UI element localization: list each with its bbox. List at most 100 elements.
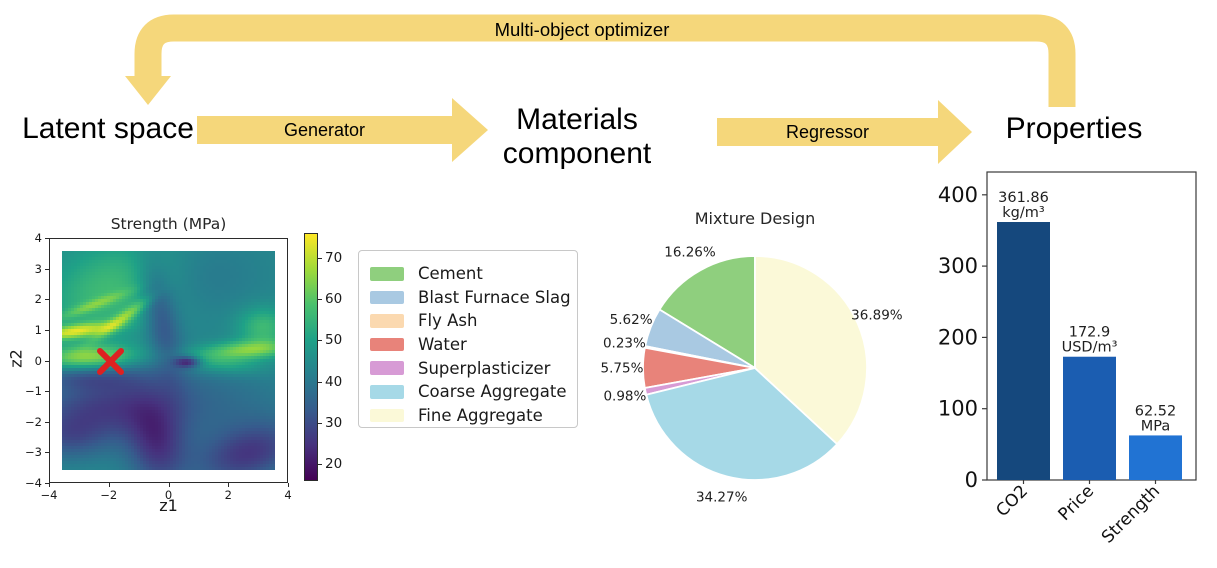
selected-point-x-marker	[97, 348, 124, 375]
pie-percent-label: 36.89%	[851, 307, 903, 323]
bar-y-tick-label: 0	[965, 468, 978, 492]
x-tick-mark	[168, 483, 170, 487]
node-materials-line2: component	[502, 137, 652, 170]
colorbar-tick-label: 40	[325, 373, 343, 390]
heatmap-title: Strength (MPa)	[110, 215, 227, 233]
x-tick-mark	[49, 483, 50, 487]
node-materials-line1: Materials	[516, 103, 638, 136]
legend-label: Superplasticizer	[418, 358, 551, 378]
bar-y-tick-label: 400	[938, 183, 978, 207]
heatmap-image	[62, 251, 275, 470]
y-tick-mark	[45, 268, 49, 270]
colorbar-tick-mark	[318, 340, 322, 342]
legend-swatch	[370, 408, 404, 423]
legend-item: Coarse Aggregate	[370, 380, 577, 404]
y-tick-mark	[45, 391, 49, 393]
regressor-arrow-icon	[717, 100, 972, 164]
legend-label: Fly Ash	[418, 311, 478, 331]
x-tick-label: 2	[224, 488, 232, 502]
legend-label: Coarse Aggregate	[418, 382, 567, 402]
bar-y-tick-label: 100	[938, 397, 978, 421]
pie-percent-label: 5.62%	[610, 312, 653, 328]
y-tick-mark	[45, 299, 49, 301]
x-tick-label: 4	[284, 488, 292, 502]
bar-value-unit-label: MPa	[1141, 418, 1171, 434]
y-tick-mark	[45, 483, 49, 484]
x-tick-label: 0	[164, 488, 173, 502]
y-tick-label: 1	[34, 322, 42, 337]
y-tick-mark	[45, 452, 49, 454]
x-tick-mark	[288, 483, 289, 487]
legend-item: Water	[370, 333, 577, 357]
colorbar-tick-label: 30	[325, 415, 343, 432]
y-tick-label: 2	[34, 292, 42, 307]
pie-title: Mixture Design	[694, 209, 816, 228]
legend-item: Fine Aggregate	[370, 404, 577, 428]
colorbar-tick-mark	[318, 381, 322, 383]
bar	[997, 222, 1050, 481]
legend-item: Superplasticizer	[370, 356, 577, 380]
legend-item: Blast Furnace Slag	[370, 286, 577, 310]
legend-swatch	[370, 385, 404, 399]
bar-value-label: 172.9	[1069, 325, 1111, 341]
x-tick-label: −4	[40, 488, 58, 502]
bar-category-label: Price	[1055, 481, 1098, 524]
y-tick-label: −4	[25, 476, 42, 490]
regressor-arrow-label: Regressor	[785, 122, 870, 142]
bar-y-tick-label: 200	[938, 325, 978, 349]
bar-value-label: 361.86	[998, 190, 1049, 206]
node-latent-space: Latent space	[22, 112, 194, 145]
heatmap-axes-box	[49, 238, 288, 483]
y-tick-mark	[45, 329, 49, 331]
pie-percent-label: 0.23%	[603, 336, 646, 352]
pie-percent-label: 34.27%	[696, 489, 748, 505]
pie-percent-label: 5.75%	[601, 360, 644, 376]
generator-arrow-icon	[197, 98, 488, 162]
y-tick-label: −3	[25, 445, 42, 460]
node-materials-component: Materials component	[477, 103, 677, 171]
y-tick-mark	[45, 421, 49, 423]
bar-category-label: Strength	[1098, 481, 1164, 547]
colorbar	[304, 233, 318, 481]
pie-chart: 16.26%5.62%0.23%5.75%0.98%34.27%36.89%	[601, 245, 903, 506]
colorbar-tick-label: 20	[325, 456, 343, 473]
colorbar-tick-label: 70	[325, 249, 343, 266]
feedback-arrowhead-icon	[125, 76, 171, 105]
pie-slice	[645, 367, 839, 481]
colorbar-tick-mark	[318, 299, 322, 301]
colorbar-tick-mark	[318, 423, 322, 425]
y-tick-label: 4	[34, 231, 42, 245]
pie-percent-label: 0.98%	[603, 388, 646, 404]
bar-value-unit-label: kg/m³	[1002, 205, 1045, 221]
legend-swatch	[370, 361, 404, 375]
y-tick-label: −1	[25, 384, 42, 399]
legend-swatch	[370, 290, 404, 305]
bar-y-tick-label: 300	[938, 254, 978, 278]
pie-slice	[754, 255, 868, 445]
colorbar-tick-mark	[318, 464, 322, 466]
legend-item: Cement	[370, 262, 577, 286]
x-tick-mark	[228, 483, 230, 487]
y-tick-mark	[45, 360, 49, 362]
bar	[1063, 356, 1116, 480]
x-tick-mark	[108, 483, 110, 487]
bar	[1129, 435, 1182, 480]
feedback-arrow-shaft	[134, 14, 1076, 107]
node-properties: Properties	[1005, 112, 1143, 145]
legend-label: Water	[418, 335, 467, 355]
bar-category-label: CO2	[992, 481, 1032, 521]
legend-swatch	[370, 314, 404, 328]
x-tick-label: −2	[100, 488, 118, 502]
bar-value-unit-label: USD/m³	[1062, 340, 1118, 356]
feedback-arrow-label: Multi-object optimizer	[494, 19, 670, 40]
heatmap-xaxis-label: z1	[159, 496, 178, 515]
colorbar-tick-label: 60	[325, 291, 343, 308]
y-tick-label: 0	[34, 353, 42, 368]
legend-label: Cement	[418, 264, 483, 284]
legend-swatch	[370, 267, 404, 281]
y-tick-label: 3	[34, 261, 42, 276]
